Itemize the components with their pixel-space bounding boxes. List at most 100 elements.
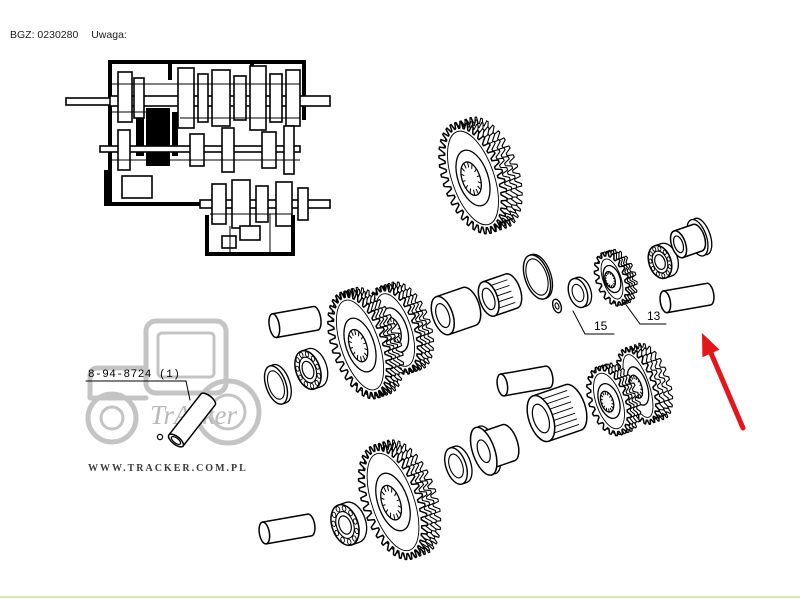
roller-bearing-lower-roller [331,511,337,518]
roller-bearing-lower-roller [354,527,359,535]
flanged-bushing-right [669,217,713,259]
roller-bearing-right-roller [651,266,655,272]
roller-bearing-upper-roller [309,383,315,389]
roller-bearing-lower-roller [352,518,358,525]
top-idler-gear-bore-splines [460,161,482,196]
thrust-ring-lower [444,445,473,485]
needle-cage-upper-needle-lines [484,279,516,311]
roller-bearing-right-roller [666,256,671,262]
roller-bearing-lower-bore [338,515,352,535]
roller-bearing-right-roller [655,271,660,277]
cluster-gear-large-bore [347,328,369,363]
pin-middle-end-face [496,373,509,397]
gear-13-bore-splines [604,271,616,288]
roller-bearing-upper-roller [304,351,310,358]
rear-housing-bearing [221,235,237,249]
housing-rib [168,60,172,80]
synchro-block [146,108,170,166]
roller-bearing-right-roller [662,249,667,255]
roller-bearing-right-roller [661,273,666,279]
cluster-gear-large-root-circle [335,299,385,391]
roller-bearing-right-roller [652,246,657,252]
roller-bearing-right-roller [648,258,653,264]
counter-shaft-gear [261,131,277,169]
roller-bearing-lower-roller [334,529,340,537]
output-shaft-gear [275,181,293,227]
thrust-ring-left [263,363,292,405]
main-shaft-gear [177,67,195,129]
tracker-watermark: TrAcker WWW.TRACKER.COM.PL [85,318,262,474]
pin-lower-left-body [261,513,316,545]
roller-bearing-lower [330,501,368,547]
output-shaft-gear [231,179,251,229]
section-detail-lines [112,83,300,252]
input-shaft-stub [65,97,113,106]
top-idler-gear [438,116,523,235]
output-shaft-gear [297,187,309,221]
cluster-gear-large-bore-splines [348,329,368,362]
sliding-gear-front-bore-splines [600,391,614,413]
main-shaft-gear [249,65,267,131]
roller-bearing-upper-roller [315,363,320,370]
counter-shaft-gear [189,133,205,167]
pin-upper-right [659,282,715,314]
synchro-block [172,112,178,156]
counter-shaft-gear [117,129,131,171]
thrust-ring-lower-inner-edge [448,453,464,479]
main-shaft-gear [117,71,133,123]
roller-bearing-upper-roller [295,365,300,372]
output-shaft-gear [211,183,227,225]
pin-lower-left [258,513,316,545]
roller-bearing-upper [294,347,329,391]
watermark-cab-frame [143,318,229,396]
roller-bearing-lower-roller [346,538,352,545]
ring-15-inner-edge [571,283,585,303]
watermark-front-hub [99,405,125,431]
lower-large-gear-root-circle [366,452,420,552]
roller-bearing-lower-roller [335,506,341,513]
exploded-parts [156,116,715,561]
lower-housing-boss [121,175,153,199]
needle-cage-lower [526,383,588,443]
pin-upper-right-end-face [659,290,672,314]
roller-bearing-right-roller [657,246,662,252]
housing-top-wall [108,60,306,64]
main-shaft-gear [269,73,283,123]
callout-15-label: 15 [594,319,608,333]
roller-bearing-upper-roller [299,351,304,358]
flanged-bushing-lower [469,423,520,476]
sliding-gear-front-root-circle [593,372,625,430]
arrow-shaft [708,350,746,431]
lower-housing-wall [104,170,108,206]
small-washer-inner-edge [554,302,560,310]
spacer-sleeve-end-bore [435,303,451,329]
needle-cage-lower-end-bore [531,403,551,434]
gear-13 [593,248,638,307]
housing-left-wall [108,60,112,205]
callout-15-leader [572,310,615,335]
needle-cage-upper-end-bore [481,287,496,311]
shaft-pin [167,392,217,448]
small-ball [156,433,164,441]
watermark-front-wheel [85,391,139,445]
roller-bearing-lower-roller [348,510,353,517]
main-shaft-gear [233,75,247,121]
roller-bearing-lower-roller [340,536,345,543]
note-label: Uwaga: [91,29,127,41]
pin-lower-left-end-face [258,521,271,545]
needle-cage-upper [477,273,523,317]
sliding-gear-front [586,362,642,437]
shaft-pin-body [168,392,217,447]
roller-bearing-upper-roller [298,374,303,381]
transmission-cross-section [65,60,331,256]
rear-housing-bearing [239,225,261,241]
gear-13-root-circle [600,258,624,300]
arrow-icon [702,333,720,358]
watermark-hood [87,365,149,401]
document-header: BGZ: 0230280 Uwaga: [10,29,127,41]
spacer-sleeve [430,286,482,336]
watermark-url: WWW.TRACKER.COM.PL [88,463,248,474]
part-number-leader [85,380,191,401]
callout-13-leader [623,301,667,325]
